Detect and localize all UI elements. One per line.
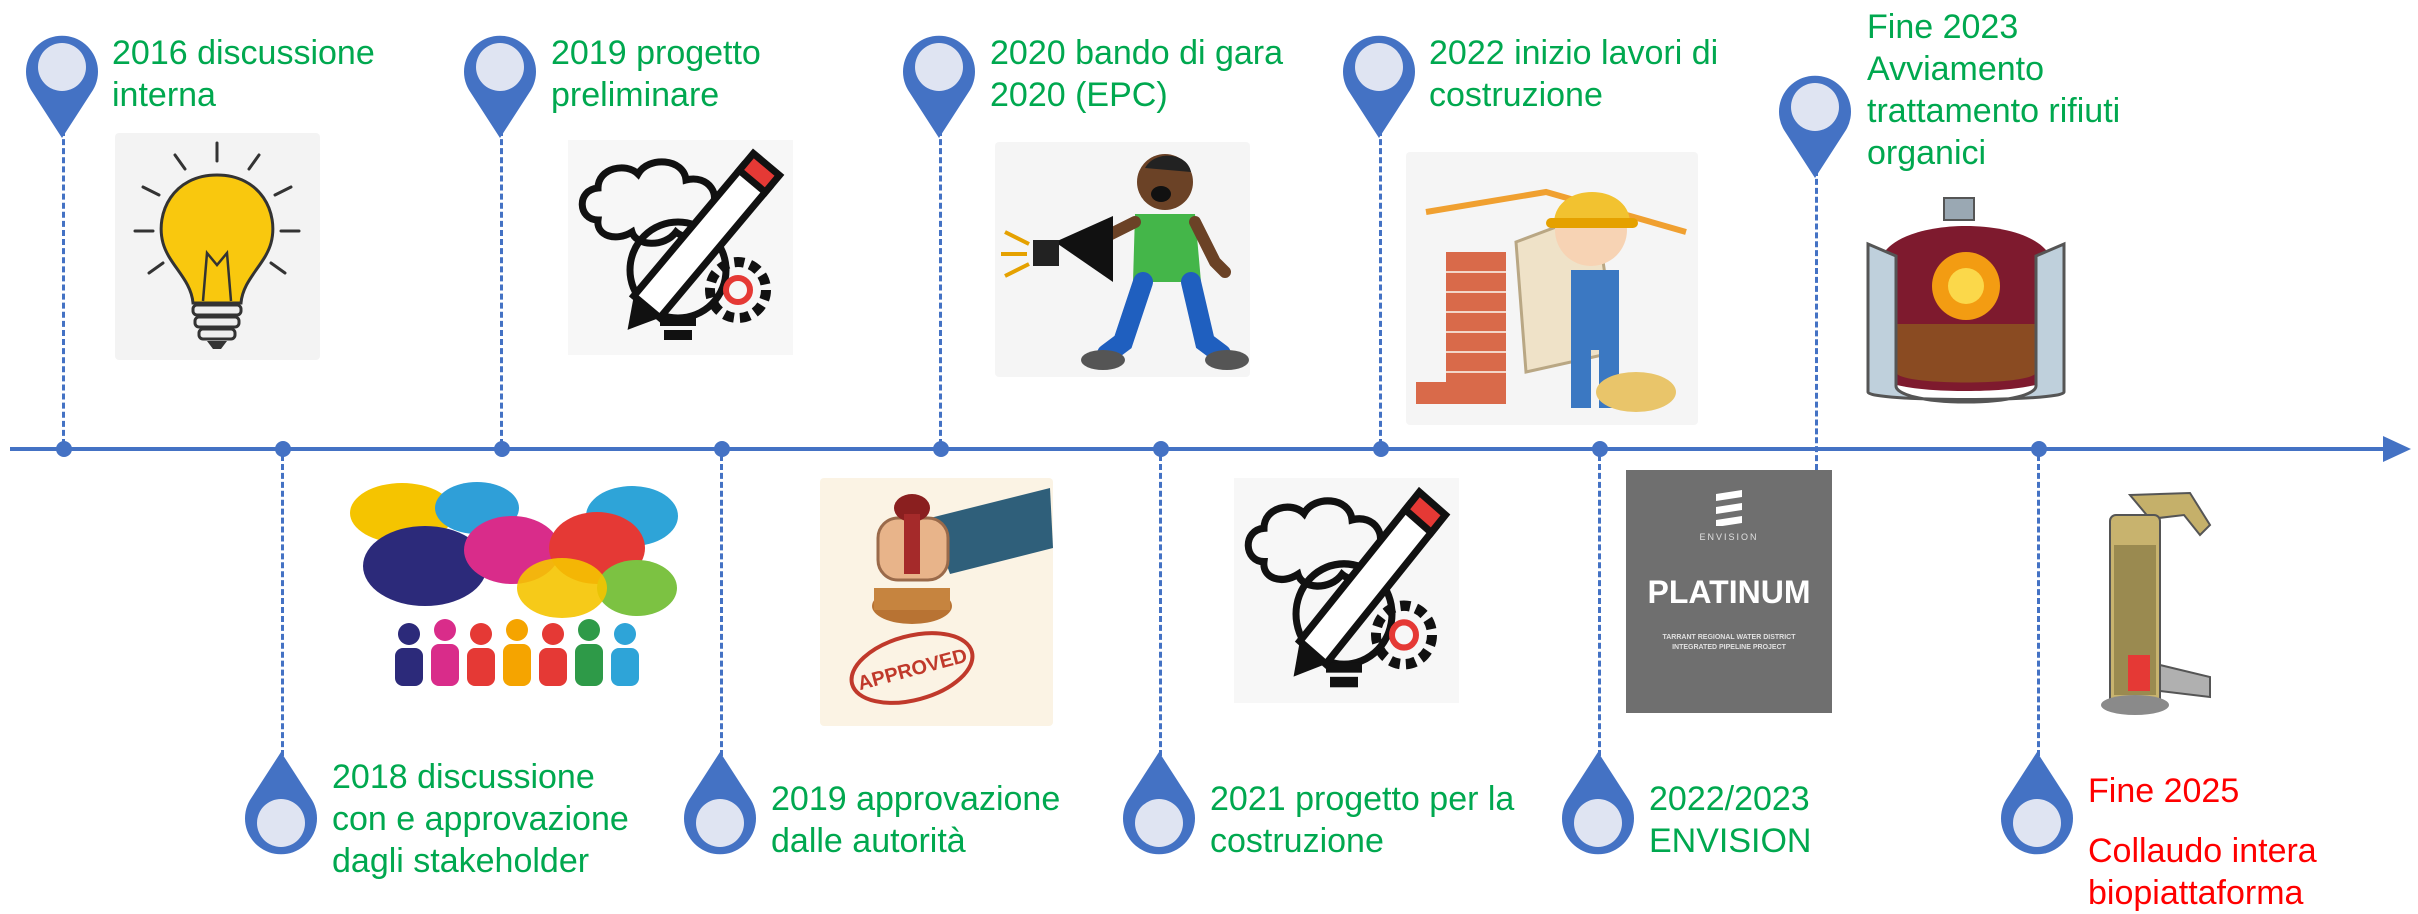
timeline-dot	[1153, 441, 1169, 457]
connector-line	[2037, 455, 2040, 765]
map-pin-icon	[245, 752, 317, 855]
timeline-dot	[933, 441, 949, 457]
milestone-label-2018: 2018 discussione con e approvazione dagl…	[332, 758, 629, 880]
map-pin-icon	[26, 35, 99, 138]
milestone-label-2016: 2016 discussione interna	[112, 34, 375, 114]
connector-line	[720, 455, 723, 765]
envision-logo-icon	[1716, 490, 1742, 526]
milestone-label-2025: Fine 2025	[2088, 772, 2240, 810]
milestone-label-2019-preliminare: 2019 progetto preliminare	[551, 34, 761, 114]
map-pin-icon	[1123, 752, 1195, 855]
milestone-label-2020: 2020 bando di gara 2020 (EPC)	[990, 34, 1284, 114]
envision-rating: PLATINUM	[1647, 574, 1811, 610]
connector-line	[1379, 130, 1382, 445]
connector-line	[1815, 170, 1818, 470]
approved-stamp-icon: APPROVED	[820, 478, 1053, 726]
connector-line	[62, 130, 65, 445]
milestone-label-2022: 2022 inizio lavori di costruzione	[1429, 34, 1719, 114]
reactor-vessel-icon	[2060, 485, 2230, 720]
timeline-dot	[494, 441, 510, 457]
megaphone-man-icon	[995, 142, 1250, 377]
milestone-label-envision: 2022/2023 ENVISION	[1649, 780, 1812, 860]
milestone-label-2021: 2021 progetto per la costruzione	[1210, 780, 1515, 860]
timeline-arrowhead	[2383, 436, 2411, 462]
milestone-label-2019-approvazione: 2019 approvazione dalle autorità	[771, 780, 1061, 860]
timeline-dot	[1592, 441, 1608, 457]
connector-line	[500, 130, 503, 445]
timeline-axis	[10, 447, 2385, 451]
map-pin-icon	[2001, 752, 2073, 855]
envision-platinum-card: ENVISION PLATINUM TARRANT REGIONAL WATER…	[1626, 470, 1832, 713]
brain-pencil-gear-icon	[1234, 478, 1459, 703]
timeline-dot	[1373, 441, 1389, 457]
connector-line	[939, 130, 942, 445]
map-pin-icon	[903, 35, 975, 138]
map-pin-icon	[1562, 752, 1634, 855]
digester-tank-icon	[1862, 196, 2070, 404]
map-pin-icon	[1779, 75, 1851, 178]
map-pin-icon	[684, 752, 756, 855]
milestone-label-collaudo: Collaudo intera biopiattaforma	[2088, 832, 2317, 912]
construction-worker-icon	[1406, 152, 1698, 425]
envision-project-line2: INTEGRATED PIPELINE PROJECT	[1672, 644, 1786, 651]
speech-bubbles-icon	[347, 478, 682, 688]
map-pin-icon	[464, 35, 536, 138]
connector-line	[1159, 455, 1162, 765]
timeline-dot	[714, 441, 730, 457]
envision-project-line1: TARRANT REGIONAL WATER DISTRICT	[1662, 634, 1796, 641]
milestone-label-2023: Fine 2023 Avviamento trattamento rifiuti…	[1867, 8, 2121, 172]
timeline-dot	[275, 441, 291, 457]
timeline-dot	[2031, 441, 2047, 457]
lightbulb-icon	[115, 133, 320, 360]
envision-brand: ENVISION	[1699, 532, 1759, 542]
connector-line	[281, 455, 284, 765]
connector-line	[1598, 455, 1601, 765]
map-pin-icon	[1343, 35, 1415, 138]
brain-pencil-gear-icon	[568, 140, 793, 355]
timeline-dot	[56, 441, 72, 457]
